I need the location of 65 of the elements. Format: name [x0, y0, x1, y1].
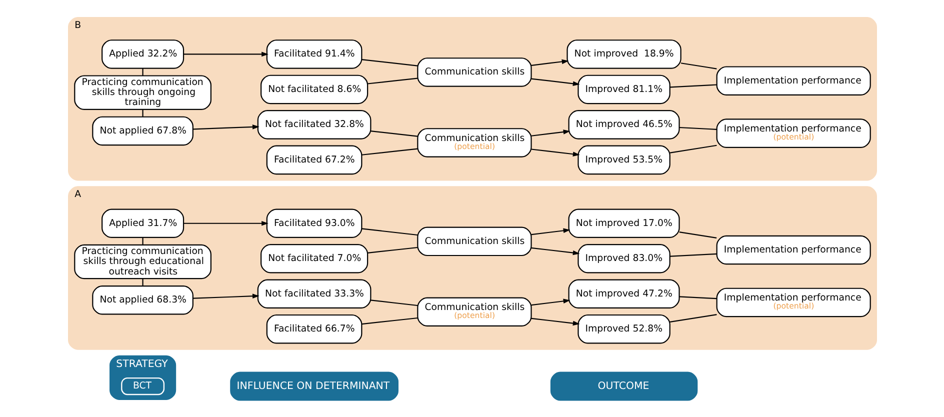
node-box: Not facilitated 32.8%	[256, 110, 371, 140]
node-box: Improved 53.5%	[577, 145, 670, 175]
node-box: Practicing communication skills through educational outreach visits	[74, 244, 211, 280]
arrow	[530, 298, 570, 306]
connector	[367, 246, 417, 254]
arrow	[530, 247, 580, 256]
node-box: Not improved 18.9%	[566, 40, 681, 69]
connector	[367, 78, 417, 84]
node-box: Not improved 46.5%	[568, 110, 680, 140]
arrow	[530, 318, 580, 326]
node-box: Not improved 47.2%	[568, 279, 680, 308]
node-box: Applied 32.2%	[101, 40, 184, 69]
connector	[142, 68, 143, 76]
connector	[361, 58, 418, 66]
node-box: Improved 52.8%	[577, 314, 670, 344]
connector	[670, 253, 716, 257]
connector	[678, 126, 716, 130]
node-box: Not facilitated 8.6%	[260, 74, 368, 104]
node-box: Implementation performance (potential)	[716, 288, 870, 318]
node-box: Not improved 17.0%	[568, 208, 680, 238]
arrow	[530, 148, 580, 156]
connector	[670, 84, 716, 88]
connector	[142, 278, 143, 286]
node-box: BCT	[120, 377, 164, 396]
arrow	[183, 52, 268, 57]
arrow	[192, 124, 259, 130]
node-box: Improved 83.0%	[577, 244, 670, 274]
node-box: Communication skills	[416, 58, 532, 87]
connector	[361, 317, 418, 325]
arrow	[192, 294, 259, 299]
node-box: Practicing communication skills through ongoing training	[74, 75, 211, 110]
connector	[142, 238, 143, 245]
connector	[678, 231, 716, 238]
connector	[680, 62, 716, 70]
connector	[669, 314, 716, 322]
connector	[370, 130, 418, 137]
node-box: Communication skills	[416, 226, 532, 256]
node-box: Not applied 67.8%	[92, 116, 193, 146]
connector	[678, 296, 716, 300]
arrow	[183, 220, 268, 226]
arrow	[530, 130, 570, 136]
node-box: Implementation performance (potential)	[716, 118, 870, 148]
arrow	[530, 59, 568, 66]
node-box: Implementation performance	[716, 66, 870, 96]
connector	[370, 300, 418, 306]
node-box: Facilitated 66.7%	[266, 314, 362, 344]
node-box: Not facilitated 33.3%	[256, 279, 371, 308]
connector	[361, 228, 418, 236]
connector	[361, 148, 418, 156]
node-box: Facilitated 67.2%	[266, 145, 362, 175]
node-box: Implementation performance	[716, 235, 870, 265]
node-box: INFLUENCE ON DETERMINANT	[230, 372, 398, 401]
node-box: Not facilitated 7.0%	[260, 244, 368, 274]
arrow	[530, 228, 570, 236]
connector	[669, 144, 716, 154]
node-box: Facilitated 91.4%	[266, 40, 362, 69]
arrow	[530, 78, 580, 86]
connector	[142, 109, 143, 117]
node-box: Communication skills (potential)	[416, 128, 532, 158]
node-box: Applied 31.7%	[101, 208, 184, 238]
node-box: Communication skills (potential)	[416, 297, 532, 327]
node-box: OUTCOME	[550, 372, 698, 401]
node-box: Not applied 68.3%	[92, 285, 193, 315]
node-box: Facilitated 93.0%	[266, 208, 362, 238]
node-box: Improved 81.1%	[577, 74, 670, 104]
